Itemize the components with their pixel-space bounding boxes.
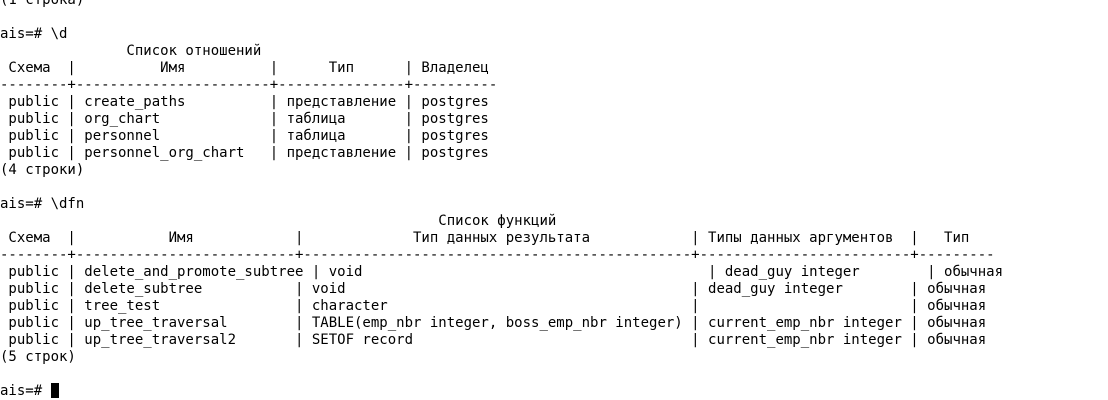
relations-table-row: public | org_chart | таблица | postgres [0,111,489,127]
cursor-block [50,383,59,398]
relations-table-header: Схема | Имя | Тип | Владелец [0,60,489,76]
functions-table-title: Список функций [0,213,557,229]
previous-output-tail: (1 строка) [0,0,85,8]
relations-table-separator: --------+-----------------------+-------… [0,77,498,93]
functions-table-header: Схема | Имя | Тип данных результата | Ти… [0,230,970,246]
functions-table-separator: --------+--------------------------+----… [0,247,995,263]
relations-table-row: public | personnel_org_chart | представл… [0,145,489,161]
functions-table-row: public | delete_subtree | void | dead_gu… [0,281,987,297]
relations-table-row: public | personnel | таблица | postgres [0,128,489,144]
relations-table-title: Список отношений [0,43,262,59]
blank-line [0,9,1108,26]
blank-line [0,366,1108,383]
prompt-line[interactable]: ais=# [0,383,1108,400]
relations-row-count: (4 строки) [0,162,85,178]
functions-table-row: public | delete_and_promote_subtree | vo… [0,264,1004,280]
command-line-dfn: ais=# \dfn [0,196,85,212]
blank-line [0,179,1108,196]
prompt-text: ais=# [0,383,51,399]
functions-table-row: public | up_tree_traversal2 | SETOF reco… [0,332,987,348]
command-line-d: ais=# \d [0,26,68,42]
relations-table-row: public | create_paths | представление | … [0,94,489,110]
functions-table-row: public | tree_test | character | | обычн… [0,298,987,314]
functions-row-count: (5 строк) [0,349,76,365]
functions-table-row: public | up_tree_traversal | TABLE(emp_n… [0,315,987,331]
